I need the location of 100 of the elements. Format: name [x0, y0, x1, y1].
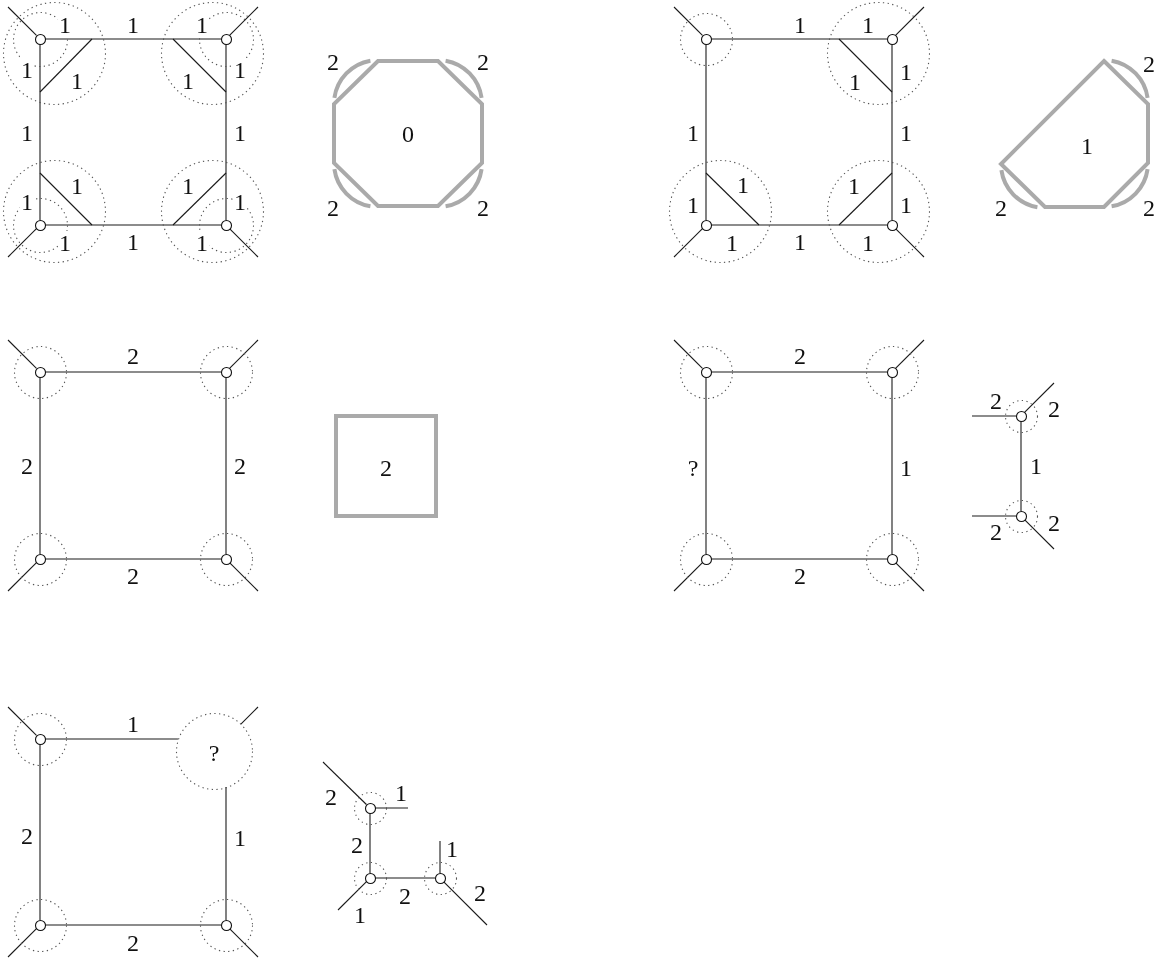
edge-line	[44, 738, 179, 740]
vertex-circle	[33, 732, 47, 746]
ray-line	[229, 339, 259, 369]
ray-line	[7, 928, 37, 958]
dotted-circle	[422, 860, 458, 896]
dotted-circle	[678, 11, 734, 67]
dotted-circle	[12, 897, 68, 953]
edge-line	[369, 812, 371, 874]
ray-line	[439, 840, 441, 874]
ray-line	[1024, 519, 1055, 550]
dotted-circle	[159, 0, 265, 106]
edge-line	[710, 371, 888, 373]
dotted-circle	[1, 158, 107, 264]
vertex-circle	[699, 218, 713, 232]
ray-line	[229, 928, 259, 958]
dotted-circle	[678, 344, 734, 400]
ray-line	[895, 228, 925, 258]
edge-line	[710, 224, 888, 226]
dotted-circle	[825, 158, 931, 264]
dotted-circle	[12, 711, 68, 767]
edge-line	[39, 376, 41, 555]
vertex-circle	[219, 218, 233, 232]
ray-line	[229, 6, 259, 36]
edge-line	[44, 38, 222, 40]
dotted-circle	[864, 344, 920, 400]
edge-line	[710, 558, 888, 560]
ray-line	[7, 228, 37, 258]
dotted-circle	[352, 790, 388, 826]
dotted-circle	[11, 196, 69, 254]
ray-line	[895, 562, 925, 592]
edge-line	[225, 786, 227, 921]
ray-line	[322, 761, 367, 806]
dotted-circle	[174, 711, 254, 791]
vertex-circle	[33, 32, 47, 46]
ray-line	[443, 881, 488, 926]
ray-line	[7, 339, 37, 369]
ray-line	[337, 881, 367, 911]
vertex-circle	[33, 365, 47, 379]
dotted-circle	[12, 531, 68, 587]
edge-line	[225, 43, 227, 221]
vertex-circle	[699, 552, 713, 566]
dotted-circle	[1, 0, 107, 106]
dotted-circle	[12, 344, 68, 400]
ray-line	[673, 562, 703, 592]
ray-line	[7, 6, 37, 36]
vertex-circle	[219, 918, 233, 932]
ray-line	[229, 228, 259, 258]
edge-line	[374, 877, 436, 879]
vertex-circle	[885, 552, 899, 566]
edge-line	[1020, 420, 1022, 512]
vertex-circle	[219, 552, 233, 566]
ray-line	[971, 515, 1017, 517]
dotted-circle	[864, 531, 920, 587]
edge-line	[705, 43, 707, 221]
ray-line	[673, 228, 703, 258]
edge-line	[44, 924, 222, 926]
vertex-circle	[33, 552, 47, 566]
vertex-circle	[219, 365, 233, 379]
vertex-circle	[433, 871, 447, 885]
edge-line	[891, 376, 893, 555]
ray-line	[971, 415, 1017, 417]
vertex-circle	[33, 218, 47, 232]
dotted-circle	[667, 158, 773, 264]
dotted-circle	[1003, 498, 1039, 534]
dotted-circle	[678, 531, 734, 587]
vertex-circle	[885, 365, 899, 379]
edge-line	[44, 558, 222, 560]
edge-line	[705, 376, 707, 555]
ray-line	[229, 562, 259, 592]
dotted-circle	[352, 860, 388, 896]
vertex-circle	[1014, 409, 1028, 423]
ray-line	[1024, 382, 1055, 413]
ray-line	[673, 6, 703, 36]
ray-line	[240, 706, 259, 725]
edge-line	[44, 371, 222, 373]
edge-line	[39, 43, 41, 221]
dotted-circle	[825, 0, 931, 106]
ray-line	[673, 339, 703, 369]
vertex-circle	[885, 32, 899, 46]
dotted-circle	[198, 897, 254, 953]
vertex-circle	[699, 32, 713, 46]
dotted-circle	[198, 531, 254, 587]
dotted-circle	[1003, 398, 1039, 434]
edge-line	[891, 43, 893, 221]
ray-line	[895, 6, 925, 36]
ray-line	[7, 562, 37, 592]
vertex-circle	[885, 218, 899, 232]
square-outline	[334, 414, 438, 518]
edge-line	[225, 376, 227, 555]
vertex-circle	[219, 32, 233, 46]
edge-line	[44, 224, 222, 226]
edge-line	[39, 743, 41, 921]
vertex-circle	[1014, 509, 1028, 523]
dotted-circle	[198, 344, 254, 400]
ray-line	[7, 706, 37, 736]
ray-line	[374, 807, 409, 809]
ray-line	[895, 339, 925, 369]
vertex-circle	[363, 871, 377, 885]
dotted-circle	[159, 158, 265, 264]
vertex-circle	[699, 365, 713, 379]
